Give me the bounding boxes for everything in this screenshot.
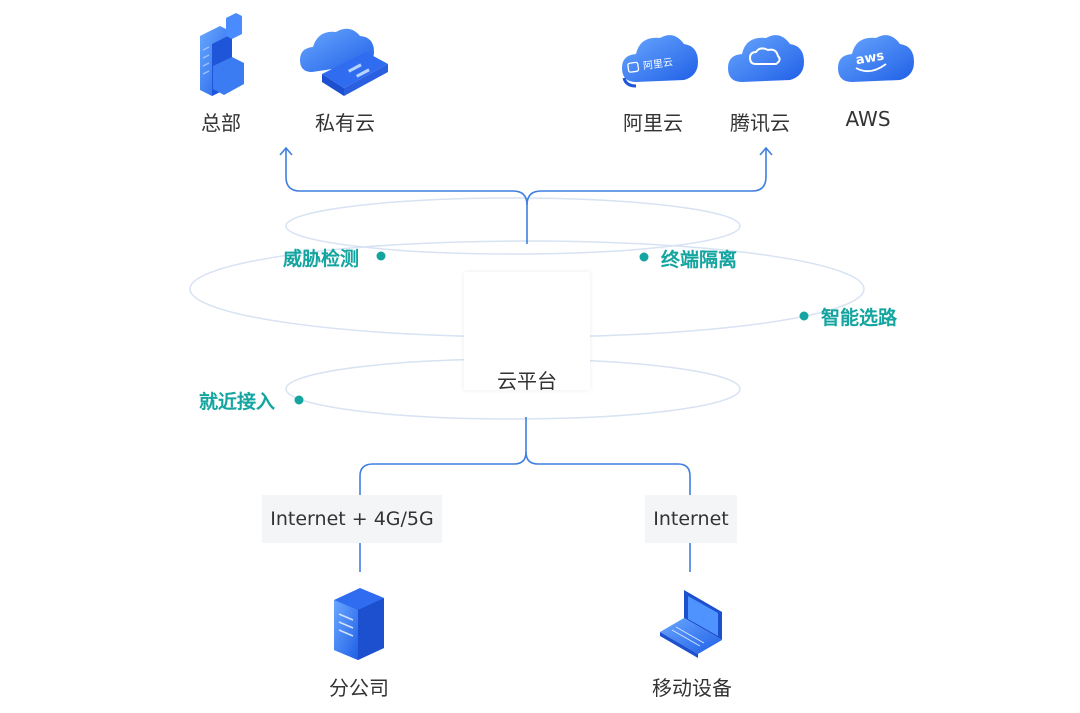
label-private-cloud: 私有云 bbox=[315, 111, 375, 135]
feature-nearby-access: 就近接入 bbox=[199, 391, 276, 413]
feature-smart-routing: 智能选路 bbox=[821, 307, 898, 329]
top-connectors bbox=[279, 146, 773, 244]
feature-terminal-isolation: 终端隔离 bbox=[661, 249, 738, 271]
bottom-connectors bbox=[359, 417, 691, 572]
aws-cloud-icon: aws bbox=[838, 35, 914, 82]
label-mobile: 移动设备 bbox=[652, 676, 732, 700]
feature-dots bbox=[294, 251, 809, 405]
dot-isolation bbox=[639, 252, 649, 262]
server-tower-icon bbox=[334, 588, 384, 660]
tencent-cloud-icon bbox=[728, 35, 804, 82]
label-hq: 总部 bbox=[201, 111, 241, 135]
dot-threat bbox=[376, 251, 386, 261]
upper-ring bbox=[285, 197, 741, 255]
aws-icon-text: aws bbox=[855, 49, 886, 69]
laptop-icon bbox=[660, 590, 722, 658]
label-cloud-platform: 云平台 bbox=[497, 369, 557, 393]
label-tencent: 腾讯云 bbox=[730, 111, 790, 135]
label-aliyun: 阿里云 bbox=[623, 111, 683, 135]
conn-label-left: Internet + 4G/5G bbox=[262, 495, 442, 543]
dot-access bbox=[294, 395, 304, 405]
aliyun-cloud-icon: 阿里云 bbox=[622, 35, 698, 88]
building-icon bbox=[200, 13, 244, 96]
private-cloud-server-icon bbox=[300, 28, 388, 96]
conn-label-right: Internet bbox=[645, 495, 737, 543]
feature-threat-detection: 威胁检测 bbox=[283, 248, 360, 270]
label-branch: 分公司 bbox=[329, 676, 389, 700]
dot-routing bbox=[799, 311, 809, 321]
arrow-head-right bbox=[759, 146, 773, 156]
label-aws: AWS bbox=[845, 107, 891, 131]
cloud-platform-card[interactable] bbox=[464, 272, 590, 390]
arrow-head-left bbox=[279, 146, 293, 156]
aliyun-icon-text: 阿里云 bbox=[642, 56, 673, 72]
